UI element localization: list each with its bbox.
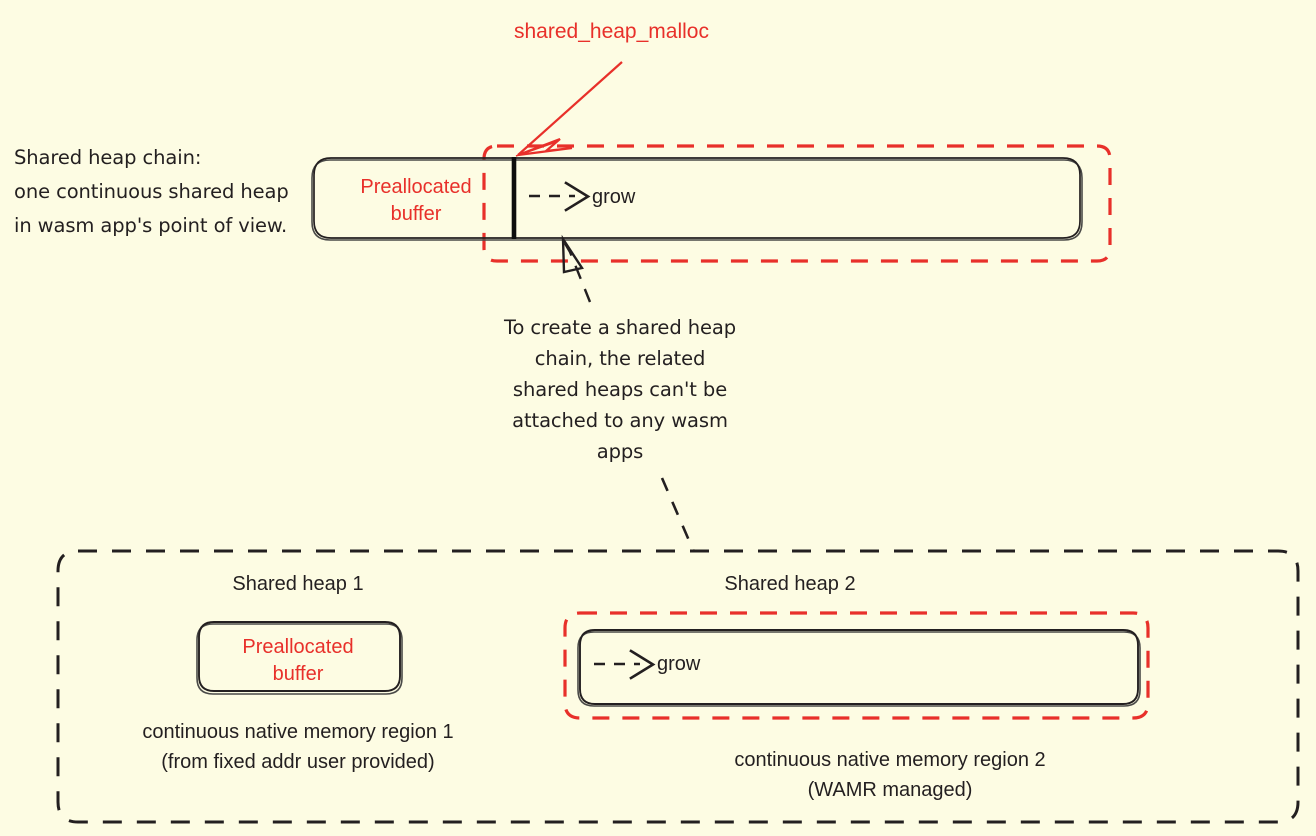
malloc-callout-arrowhead [517,137,573,157]
malloc-callout-line [517,61,623,156]
shared-heap-1-caption: continuous native memory region 1 (from … [142,721,454,773]
shared-heap-1-buffer-label: Preallocated buffer [242,636,354,685]
middle-note-callout-line [561,239,592,303]
shared-heap-2-title: Shared heap 2 [724,573,856,595]
bottom-grow-arrowhead [629,649,656,680]
top-grow-label: grow [592,186,636,208]
malloc-callout-barb [515,141,557,157]
shared-heap-2-red-dashed-region [563,611,1150,720]
top-grow-arrowhead [564,181,591,212]
middle-note-callout-arrowhead [561,234,584,274]
top-red-dashed-region [482,144,1112,263]
top-preallocated-buffer-label: Preallocated buffer [360,176,472,225]
shared-heap-malloc-label: shared_heap_malloc [514,20,709,43]
left-explanation-note: Shared heap chain: one continuous shared… [14,146,289,237]
shared-heap-2-grow-label: grow [657,653,701,675]
middle-note-to-container-line [660,477,696,553]
shared-heap-1-title: Shared heap 1 [232,573,364,595]
middle-explanation-note: To create a shared heap chain, the relat… [504,316,736,463]
shared-heap-2-caption: continuous native memory region 2 (WAMR … [734,749,1046,801]
